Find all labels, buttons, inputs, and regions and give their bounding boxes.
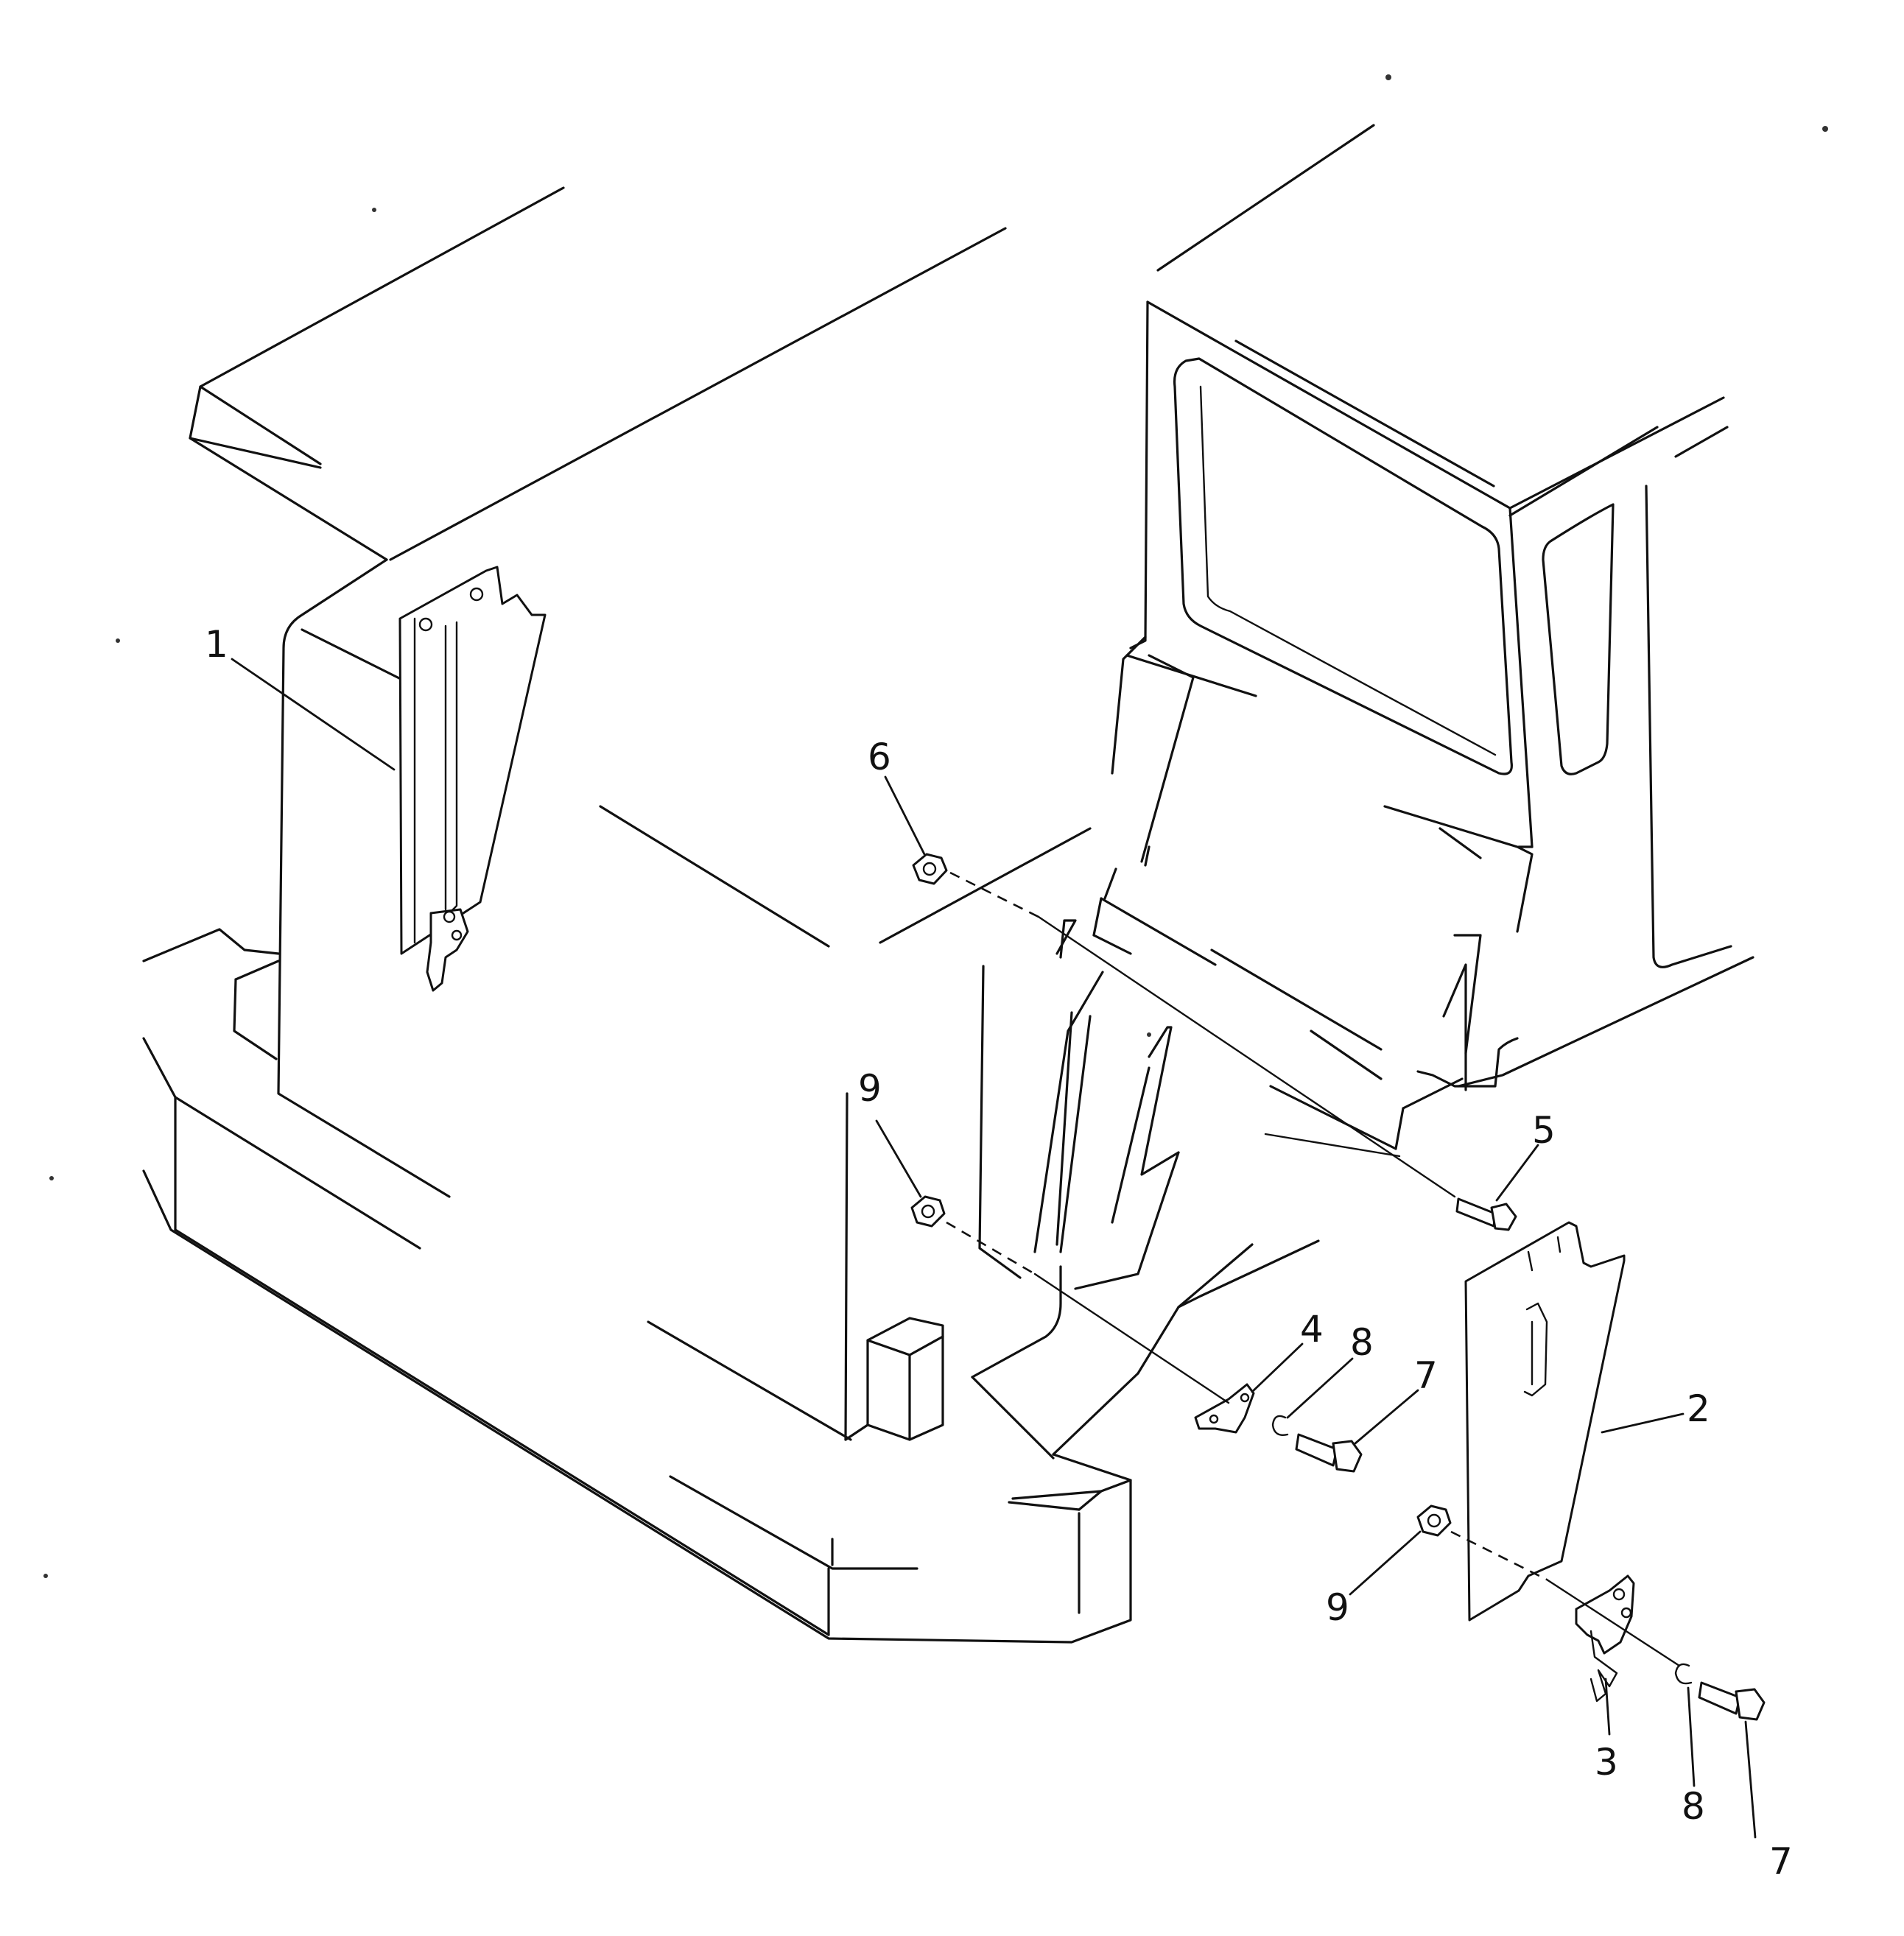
callout-8-lower: 8 [1682,1785,1705,1828]
callout-2: 2 [1687,1387,1710,1430]
nut-6 [912,853,948,885]
callout-6: 6 [868,736,891,778]
callout-4: 4 [1300,1308,1324,1351]
side-cover-left [398,566,547,992]
callout-7-upper: 7 [1414,1354,1438,1397]
callout-7-lower: 7 [1769,1840,1793,1883]
latch-part [1575,1574,1635,1703]
nut-9-right [1416,1504,1452,1537]
washer-8-upper [1271,1415,1289,1436]
washer-8-lower [1674,1663,1693,1685]
callout-5: 5 [1532,1109,1556,1152]
bracket-part [1194,1383,1255,1434]
nut-9-left [910,1195,946,1228]
callout-3: 3 [1595,1741,1618,1784]
scan-specks [43,74,1828,1578]
operator-cab [1074,124,1754,1290]
side-cover-right [1464,1221,1626,1622]
bolt-5 [1455,1197,1517,1231]
assembly-lines [946,871,1681,1667]
center-panel [978,919,1151,1279]
callout-1: 1 [205,623,228,666]
bolt-7-lower [1698,1681,1766,1721]
bolt-7-upper [1295,1433,1363,1473]
callout-8-upper: 8 [1350,1321,1374,1364]
callout-labels: 1 2 3 4 5 6 7 7 8 8 9 9 9 [205,623,1793,1883]
callout-leaders [231,658,1757,1839]
callout-9-left: 9 [858,1067,882,1110]
callout-9-right: 9 [1326,1586,1349,1629]
machine-hood [142,186,1320,1644]
